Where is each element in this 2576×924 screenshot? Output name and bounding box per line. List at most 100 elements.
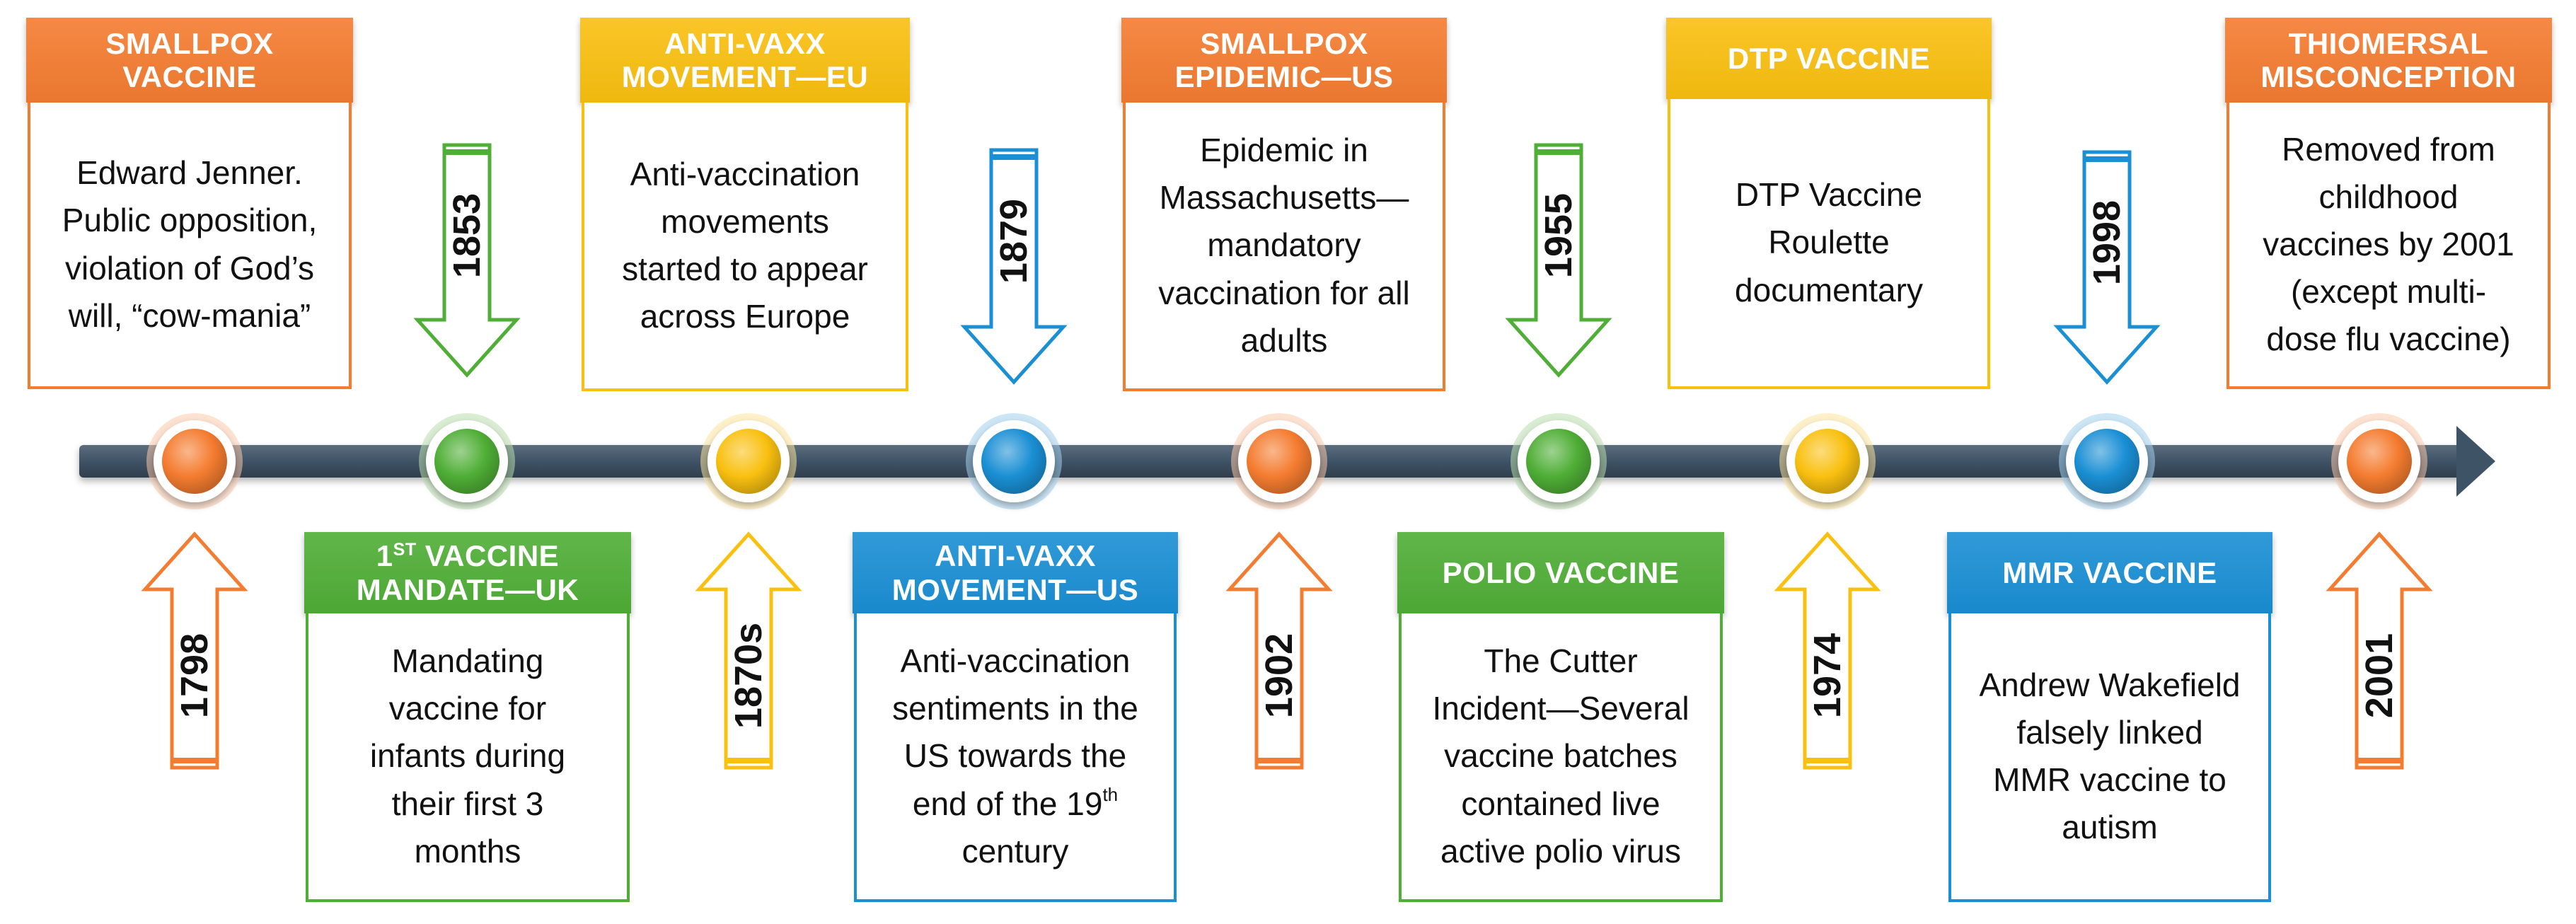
event-description-line: movements [661,198,829,246]
event-description-line: childhood [2319,173,2459,221]
event-header-line: ANTI-VAXX [664,27,826,60]
event-description-line-text: The Cutter [1484,642,1638,680]
event-description-line-text: Massachusetts— [1159,179,1409,216]
event-description-line-text: DTP Vaccine [1735,176,1923,214]
event-description-line-text: violation of God’s [64,249,315,287]
year-arrow-cap-9 [2357,758,2402,763]
event-description-line-text: infants during [369,737,566,775]
timeline-node-7 [1795,429,1860,494]
event-description-line-superscript: th [1102,783,1119,805]
event-header-line-text: MMR VACCINE [2002,555,2217,589]
year-text: 1853 [446,192,488,278]
event-header-line: DTP VACCINE [1728,42,1930,75]
event-description-line: The Cutter [1484,637,1637,685]
event-description-line: Andrew Wakefield [1979,662,2240,709]
event-description-line-text: Removed from [2282,130,2495,168]
event-description-line-text: started to appear [622,250,868,287]
event-description-line: end of the 19th [913,780,1118,828]
event-description-line: DTP Vaccine [1735,171,1922,219]
event-description-line-text: falsely linked [2016,713,2203,751]
event-description-line: vaccine batches [1444,732,1677,780]
year-arrow-cap-2 [444,149,490,155]
event-description-line-text: Roulette [1768,224,1890,261]
event-description-line: falsely linked [2016,709,2202,756]
year-arrow-2 [413,143,521,378]
year-arrow-9 [2326,531,2433,770]
event-description-line-text: vaccination for all [1158,274,1410,311]
event-description-line-text: contained live [1461,785,1660,822]
event-description-1: Edward Jenner.Public opposition,violatio… [28,103,352,389]
event-description-line-text: vaccines by 2001 [2263,225,2514,262]
timeline-node-9 [2347,429,2412,494]
event-description-line: across Europe [640,293,850,340]
timeline-node-8 [2074,429,2139,494]
year-arrow-cap-7 [1805,758,1850,763]
event-description-line: Incident—Several [1432,685,1689,732]
timeline-node-1 [162,429,227,494]
event-description-line: Massachusetts— [1160,174,1409,221]
event-header-line-superscript: ST [393,540,417,560]
year-text: 2001 [2358,633,2401,719]
event-description-line-text: Andrew Wakefield [1979,666,2241,703]
event-description-line-text: mandatory [1207,226,1361,264]
event-header-line: VACCINE [122,60,256,93]
year-arrow-5 [1225,531,1333,770]
event-description-line: Anti-vaccination [901,637,1131,685]
year-arrow-cap-1 [172,758,217,763]
event-header-line-text: THIOMERSAL [2288,26,2489,60]
event-description-line: started to appear [622,246,868,293]
year-arrow-cap-3 [726,758,771,763]
event-header-line: MOVEMENT—EU [622,60,869,93]
event-header-line-text: EPIDEMIC—US [1174,60,1394,93]
event-description-line-text: active polio virus [1440,832,1682,870]
event-description-line: century [962,828,1069,875]
event-description-line: vaccination for all [1158,270,1409,317]
year-text: 1974 [1806,633,1849,719]
event-header-line-text: SMALLPOX [105,26,274,60]
timeline-node-6 [1526,429,1591,494]
event-header-line: ANTI-VAXX [935,539,1096,572]
event-header-line-text: ANTI-VAXX [664,26,826,60]
event-description-line: infants during [370,732,565,780]
event-description-line: Anti-vaccination [630,151,860,198]
event-description-line: vaccine for [389,685,546,732]
event-description-line: documentary [1735,267,1923,314]
year-text: 1879 [993,198,1035,284]
year-arrow-cap-4 [991,154,1036,160]
event-description-line-text: autism [2062,809,2158,846]
year-text: 1870s [727,622,770,729]
event-description-line: Epidemic in [1200,127,1368,174]
event-description-line: Mandating [392,637,544,685]
year-arrow-6 [1505,143,1612,378]
event-description-line-text: MMR vaccine to [1993,761,2226,798]
event-description-line: dose flu vaccine) [2266,316,2510,363]
event-description-line-text: across Europe [640,298,850,335]
event-description-line-text: (except multi- [2290,273,2487,311]
event-header-line-text: MISCONCEPTION [2260,60,2517,93]
event-description-line-text: Incident—Several [1432,690,1690,727]
event-description-line-text: end of the 19 [912,785,1103,822]
event-description-line-text: US towards the [903,737,1127,775]
event-description-line-text: Epidemic in [1200,132,1368,169]
year-arrow-7 [1774,531,1881,770]
event-header-line-rest: VACCINE [416,539,560,573]
event-header-line: MANDATE—UK [357,573,579,606]
event-description-line: sentiments in the [892,685,1138,732]
timeline-node-2 [434,429,499,494]
timeline-node-5 [1247,429,1312,494]
event-header-line: SMALLPOX [1200,27,1368,60]
event-header-7: DTP VACCINE [1666,18,1992,99]
year-arrows-layer [141,143,2433,770]
event-description-line: Removed from [2282,126,2495,173]
event-description-line: Roulette [1768,219,1889,266]
year-arrow-4 [960,148,1068,385]
event-header-line-text: POLIO VACCINE [1442,555,1680,589]
event-description-line-text: documentary [1735,271,1923,308]
